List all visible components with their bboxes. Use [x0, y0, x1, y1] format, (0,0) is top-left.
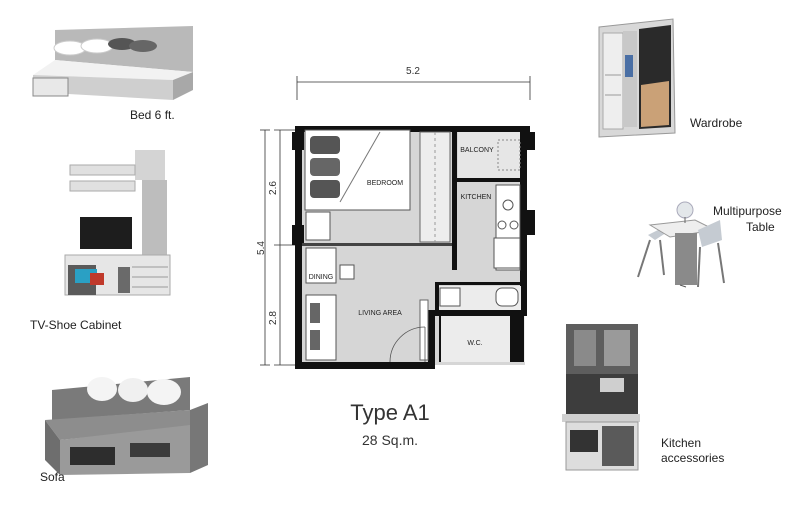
wardrobe-label: Wardrobe: [690, 116, 743, 130]
table-label-line2: Table: [746, 220, 775, 234]
kitchen-illustration: [562, 324, 640, 471]
kitchen-label-line2: accessories: [661, 451, 725, 465]
dim-lower-label: 2.8: [268, 311, 279, 325]
dim-upper-label: 2.6: [268, 181, 279, 195]
tv-cabinet-illustration: [64, 150, 171, 296]
table-illustration: [637, 201, 725, 288]
plan-area: 28 Sq.m.: [361, 432, 419, 448]
floor-plan: 5.2 5.4 2.6 2.8 BEDROOM BALCONY KITCHEN: [256, 66, 535, 369]
plan-title: Type A1: [350, 400, 430, 425]
living-area-label: LIVING AREA: [358, 310, 402, 317]
bedroom-label: BEDROOM: [367, 180, 403, 187]
dim-height-label: 5.4: [256, 241, 267, 255]
kitchen-room-label: KITCHEN: [461, 194, 492, 201]
balcony-label: BALCONY: [460, 147, 494, 154]
bed-illustration: [32, 26, 193, 100]
dining-label: DINING: [309, 274, 334, 281]
tv-cabinet-label: TV-Shoe Cabinet: [30, 318, 122, 332]
table-label-line1: Multipurpose: [713, 204, 782, 218]
sofa-label: Sofa: [40, 470, 65, 484]
kitchen-label-line1: Kitchen: [661, 436, 702, 450]
sofa-illustration: [45, 377, 208, 475]
wardrobe-illustration: [598, 18, 676, 138]
wc-label: W.C.: [467, 340, 482, 347]
dim-width-label: 5.2: [406, 66, 420, 77]
bed-label: Bed 6 ft.: [130, 108, 175, 122]
